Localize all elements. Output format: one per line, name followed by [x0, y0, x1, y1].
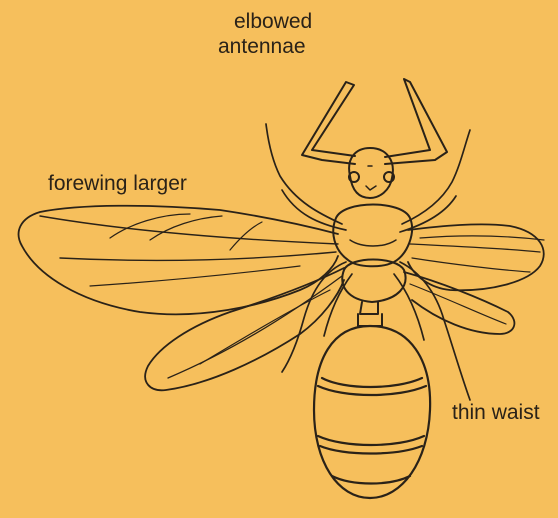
label-antennae: antennae — [218, 35, 306, 59]
right-antenna — [385, 79, 447, 164]
left-hindwing — [145, 268, 344, 390]
thorax — [333, 205, 412, 303]
abdomen — [314, 326, 430, 498]
label-thin-waist: thin waist — [452, 401, 540, 425]
waist-petiole — [358, 302, 382, 326]
right-hindwing — [404, 272, 514, 334]
label-elbowed: elbowed — [234, 10, 312, 34]
label-forewing-larger: forewing larger — [48, 172, 187, 196]
right-forewing — [408, 224, 544, 290]
left-antenna — [302, 82, 355, 164]
left-forewing — [19, 206, 338, 315]
